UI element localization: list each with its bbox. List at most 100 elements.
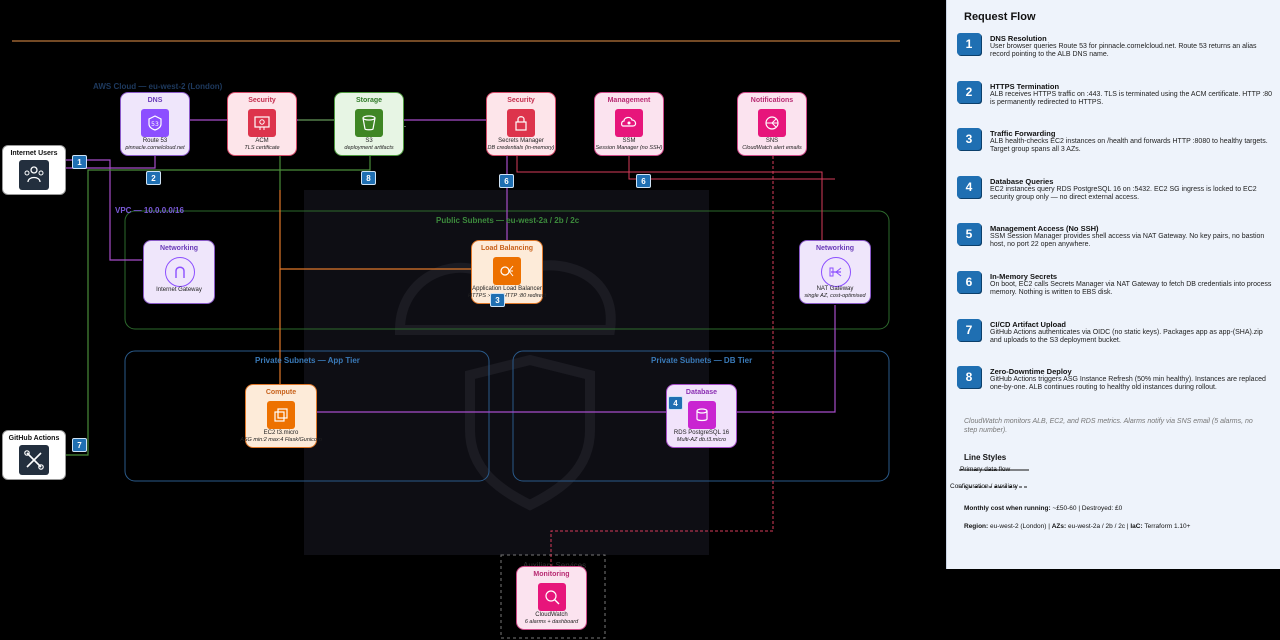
compute-category: Compute bbox=[265, 389, 297, 396]
nat-sub: single AZ, cost-optimised bbox=[804, 293, 866, 299]
monitoring-name: CloudWatch bbox=[535, 612, 568, 618]
github-actions-node: GitHub Actions bbox=[2, 430, 66, 480]
compute-sub: ASG min:2 max:4 Flask/Gunicorn bbox=[240, 437, 322, 443]
azs-value: eu-west-2a / 2b / 2c bbox=[1067, 523, 1126, 530]
alb-sub: HTTPS :443 / HTTP :80 redirect bbox=[467, 293, 547, 299]
step-desc: User browser queries Route 53 for pinnac… bbox=[990, 43, 1257, 58]
private-app-label: Private Subnets — App Tier bbox=[255, 356, 360, 365]
iac-label: IaC: bbox=[1130, 523, 1143, 530]
database-sub: Multi-AZ db.t3.micro bbox=[676, 437, 727, 443]
storage-sub: deployment artifacts bbox=[344, 145, 394, 151]
step-number: 3 bbox=[957, 128, 981, 150]
acm-service-box: Security ACM TLS certificate bbox=[227, 92, 297, 156]
svg-text:53: 53 bbox=[151, 121, 159, 128]
line-styles-title: Line Styles bbox=[964, 453, 1007, 462]
github-actions-label: GitHub Actions bbox=[8, 435, 60, 442]
step-desc: SSM Session Manager provides shell acces… bbox=[990, 233, 1265, 248]
acm-sub: TLS certificate bbox=[244, 145, 280, 151]
database-name: RDS PostgreSQL 16 bbox=[673, 430, 730, 436]
panel-title: Request Flow bbox=[964, 11, 1036, 23]
step-title: Zero-Downtime Deploy bbox=[990, 367, 1072, 376]
monitoring-note: CloudWatch monitors ALB, EC2, and RDS me… bbox=[964, 418, 1253, 434]
cloud-zone-label: AWS Cloud — eu-west-2 (London) bbox=[93, 82, 223, 91]
step-badge: 8 bbox=[361, 171, 376, 185]
step-badge: 2 bbox=[146, 171, 161, 185]
management-name: SSM bbox=[622, 138, 636, 144]
secrets-service-box: Security Secrets Manager DB credentials … bbox=[486, 92, 556, 156]
step-number: 1 bbox=[957, 33, 981, 55]
internet-gateway-icon bbox=[165, 257, 195, 287]
step-badge: 6 bbox=[499, 174, 514, 188]
route53-icon: 53 bbox=[141, 109, 169, 137]
step-desc: GitHub Actions authenticates via OIDC (n… bbox=[990, 329, 1263, 344]
monitoring-service-box: Monitoring CloudWatch 6 alarms + dashboa… bbox=[516, 566, 587, 630]
sns-icon bbox=[758, 109, 786, 137]
step-number: 5 bbox=[957, 223, 981, 245]
compute-service-box: Compute EC2 t3.micro ASG min:2 max:4 Fla… bbox=[240, 384, 322, 448]
step-title: HTTPS Termination bbox=[990, 82, 1060, 91]
dns-service-box: DNS 53 Route 53 pinnacle.cornelcloud.net bbox=[120, 92, 190, 156]
acm-name: ACM bbox=[255, 138, 269, 144]
aux-services-label: Auxiliary Services bbox=[523, 561, 586, 570]
alb-service-box: Load Balancing Application Load Balancer… bbox=[468, 240, 546, 304]
region-line: Region: eu-west-2 (London) | AZs: eu-wes… bbox=[964, 523, 1191, 530]
notifications-name: SNS bbox=[765, 138, 779, 144]
architecture-diagram: AWS Cloud — eu-west-2 (London) VPC — 10.… bbox=[2, 40, 900, 639]
lock-icon bbox=[507, 109, 535, 137]
step-title: DNS Resolution bbox=[990, 34, 1047, 43]
rds-icon bbox=[687, 401, 716, 429]
dns-name: Route 53 bbox=[142, 138, 168, 144]
step-title: Database Queries bbox=[990, 177, 1054, 186]
management-category: Management bbox=[607, 97, 651, 104]
ssm-icon bbox=[615, 109, 643, 137]
notifications-service-box: Notifications SNS CloudWatch alert email… bbox=[737, 92, 807, 156]
database-category: Database bbox=[685, 389, 718, 396]
secrets-category: Security bbox=[507, 97, 535, 104]
region-label: Region: bbox=[964, 523, 989, 530]
storage-service-box: Storage S3 deployment artifacts bbox=[334, 92, 404, 156]
step-number: 8 bbox=[957, 366, 981, 388]
management-sub: Session Manager (no SSH) bbox=[595, 145, 663, 151]
monitoring-category: Monitoring bbox=[533, 571, 570, 578]
management-service-box: Management SSM Session Manager (no SSH) bbox=[594, 92, 664, 156]
step-number: 6 bbox=[957, 271, 981, 293]
step-desc: EC2 instances query RDS PostgreSQL 16 on… bbox=[990, 186, 1257, 201]
internet-users-label: Internet Users bbox=[10, 150, 58, 157]
step-number: 7 bbox=[957, 319, 981, 341]
secrets-name: Secrets Manager bbox=[498, 138, 544, 144]
dns-category: DNS bbox=[147, 97, 163, 104]
igw-name: Internet Gateway bbox=[156, 287, 202, 293]
aux-services-zone bbox=[500, 554, 606, 639]
step-badge: 3 bbox=[490, 293, 505, 307]
database-service-box: Database RDS PostgreSQL 16 Multi-AZ db.t… bbox=[666, 384, 737, 448]
step-title: Management Access (No SSH) bbox=[990, 224, 1099, 233]
acm-category: Security bbox=[248, 97, 276, 104]
igw-category: Networking bbox=[159, 245, 199, 252]
internet-users-node: Internet Users bbox=[2, 145, 66, 195]
ec2-icon bbox=[267, 401, 295, 429]
load-balancer-icon bbox=[493, 257, 521, 285]
notifications-category: Notifications bbox=[750, 97, 794, 104]
nat-gateway-icon bbox=[821, 257, 851, 287]
step-badge: 4 bbox=[668, 396, 683, 410]
igw-service-box: Networking Internet Gateway bbox=[143, 240, 215, 304]
private-db-label: Private Subnets — DB Tier bbox=[651, 356, 753, 365]
storage-name: S3 bbox=[365, 138, 373, 144]
tools-icon bbox=[19, 445, 49, 475]
notifications-sub: CloudWatch alert emails bbox=[742, 145, 802, 151]
alb-name: Application Load Balancer bbox=[472, 286, 542, 292]
users-icon bbox=[19, 160, 49, 190]
step-title: In-Memory Secrets bbox=[990, 272, 1058, 281]
azs-label: AZs: bbox=[1051, 523, 1067, 530]
alb-category: Load Balancing bbox=[480, 245, 534, 252]
step-desc: On boot, EC2 calls Secrets Manager via N… bbox=[990, 281, 1272, 296]
cost-label: Monthly cost when running: bbox=[964, 505, 1051, 512]
line-config-label: Configuration / auxiliary bbox=[950, 483, 1018, 490]
alb-flows bbox=[279, 190, 471, 384]
step-desc: GitHub Actions triggers ASG Instance Ref… bbox=[990, 376, 1266, 391]
nat-name: NAT Gateway bbox=[816, 286, 854, 292]
cost-line: Monthly cost when running: ~£50-60 | Des… bbox=[964, 505, 1122, 512]
step-desc: ALB health-checks EC2 instances on /heal… bbox=[990, 138, 1268, 153]
dns-sub: pinnacle.cornelcloud.net bbox=[125, 145, 185, 151]
monitoring-sub: 6 alarms + dashboard bbox=[524, 619, 579, 625]
